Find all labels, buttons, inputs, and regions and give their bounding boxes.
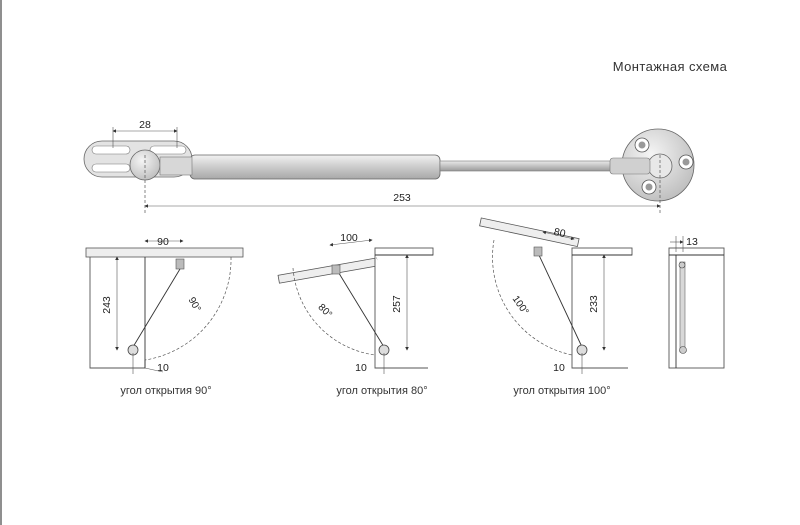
dimension-side: 13 bbox=[686, 236, 698, 248]
dimension-width: 90 bbox=[157, 236, 169, 248]
dimension-height: 243 bbox=[101, 296, 113, 314]
bracket-slot bbox=[91, 145, 131, 155]
lid-bracket bbox=[533, 246, 543, 257]
gas-spring bbox=[132, 263, 184, 348]
diagram-title: Монтажная схема bbox=[613, 59, 728, 74]
dimension-line bbox=[542, 230, 575, 241]
opening-arc bbox=[492, 239, 573, 356]
cabinet-top bbox=[571, 247, 633, 256]
dimension-width: 80 bbox=[553, 226, 567, 240]
dimension-offset: 10 bbox=[355, 362, 367, 374]
cabinet-wall bbox=[571, 255, 628, 369]
lid-panel bbox=[85, 247, 244, 258]
side-view: 13 bbox=[668, 236, 725, 369]
screw-hole bbox=[638, 141, 646, 149]
screw-hole bbox=[645, 183, 653, 191]
bracket-slot bbox=[91, 163, 131, 173]
dimension-offset: 10 bbox=[553, 362, 565, 374]
opening-arc bbox=[144, 256, 232, 361]
opening-arc bbox=[292, 267, 376, 356]
lid-bracket bbox=[175, 258, 185, 270]
caption: угол открытия 80° bbox=[336, 385, 427, 397]
dimension-height: 257 bbox=[391, 295, 403, 313]
bracket-slot bbox=[149, 145, 187, 155]
gas-cylinder bbox=[189, 154, 441, 180]
piston-rod bbox=[439, 160, 613, 172]
dimension-line bbox=[329, 238, 373, 247]
dimension-line bbox=[144, 367, 164, 373]
scheme-90: 90 243 10 90° угол открытия 90° bbox=[85, 236, 244, 397]
dimension-width: 100 bbox=[340, 232, 358, 244]
angle-label: 100° bbox=[510, 294, 531, 317]
scheme-100: 80 233 10 100° угол открытия 100° bbox=[479, 217, 633, 397]
gas-spring-side bbox=[679, 261, 686, 353]
caption: угол открытия 90° bbox=[120, 385, 211, 397]
gas-spring bbox=[336, 269, 385, 348]
dimension-offset: 10 bbox=[157, 362, 169, 374]
dimension-bracket-label: 28 bbox=[139, 119, 151, 131]
pivot bbox=[678, 261, 686, 269]
pivot bbox=[679, 346, 687, 354]
gas-spring-top-view: 28 253 bbox=[83, 119, 695, 215]
dimension-length-label: 253 bbox=[393, 192, 411, 204]
rod-end-fitting bbox=[609, 157, 651, 175]
angle-label: 90° bbox=[186, 295, 203, 314]
cabinet-top bbox=[374, 247, 434, 256]
gas-spring bbox=[537, 252, 583, 348]
left-border bbox=[0, 0, 2, 525]
caption: угол открытия 100° bbox=[513, 385, 610, 397]
cylinder-neck bbox=[159, 156, 193, 176]
dimension-height: 233 bbox=[588, 295, 600, 313]
scheme-80: 100 257 10 80° угол открытия 80° bbox=[277, 232, 434, 397]
cabinet-side bbox=[668, 247, 725, 369]
screw-hole bbox=[682, 158, 690, 166]
angle-label: 80° bbox=[316, 302, 334, 320]
cabinet-wall bbox=[374, 255, 428, 369]
lid-bracket bbox=[331, 264, 341, 275]
